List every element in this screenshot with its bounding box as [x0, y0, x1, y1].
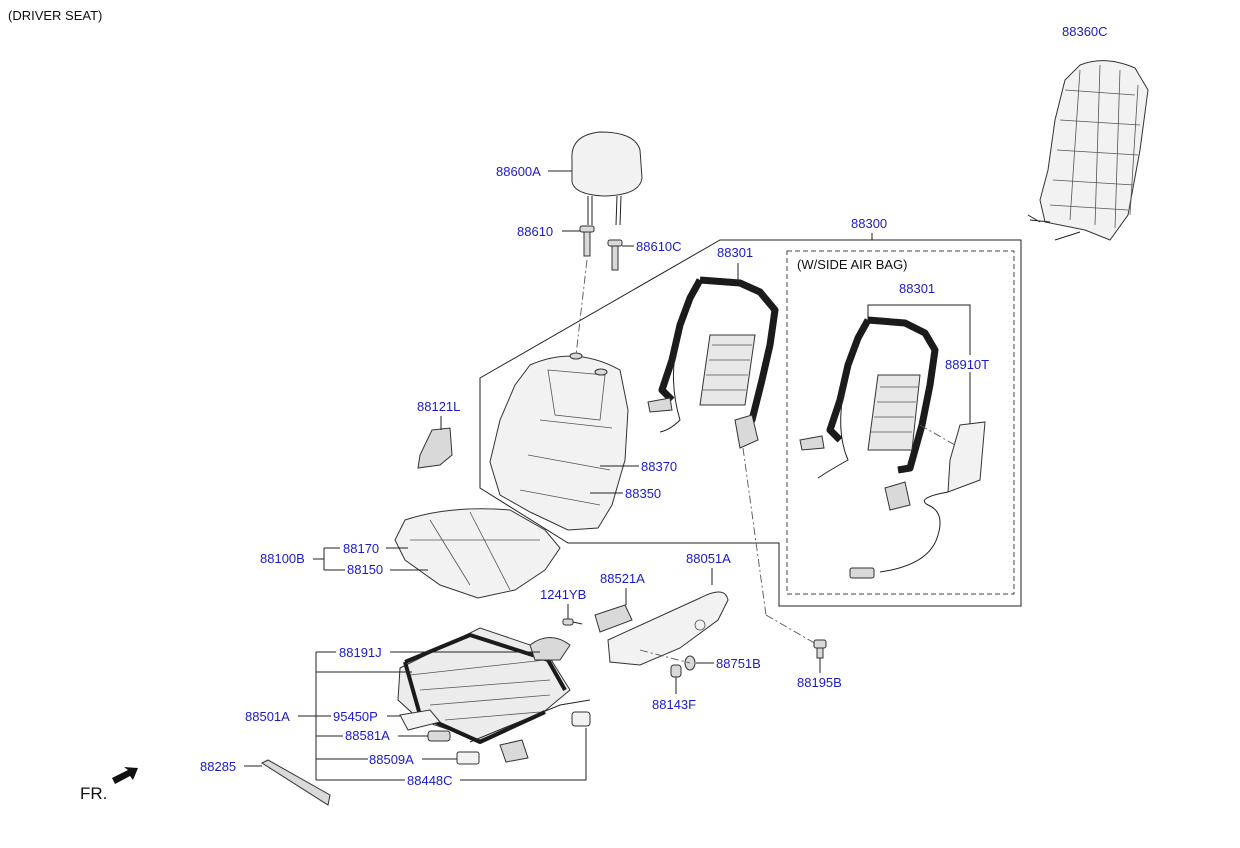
label-1241YB[interactable]: 1241YB	[540, 587, 586, 602]
headrest-88600A	[571, 131, 643, 226]
label-88610C[interactable]: 88610C	[636, 239, 682, 254]
back-panel-88360C	[1027, 60, 1149, 241]
front-arrow-icon	[112, 767, 138, 784]
back-frame-88301-airbag	[799, 316, 939, 511]
label-88100B[interactable]: 88100B	[260, 551, 305, 566]
trim-strip-88285	[260, 759, 331, 806]
guide-88610C	[607, 239, 623, 271]
label-88301-right[interactable]: 88301	[899, 281, 935, 296]
label-88150[interactable]: 88150	[347, 562, 383, 577]
label-88448C[interactable]: 88448C	[407, 773, 453, 788]
connector-88509A	[456, 739, 529, 765]
label-88600A[interactable]: 88600A	[496, 164, 541, 179]
label-88301-left[interactable]: 88301	[717, 245, 753, 260]
front-direction-label: FR.	[80, 784, 107, 803]
screw-1241YB	[562, 618, 583, 626]
label-88300[interactable]: 88300	[851, 216, 887, 231]
seat-track-88501A	[397, 627, 591, 744]
label-88195B[interactable]: 88195B	[797, 675, 842, 690]
label-88121L[interactable]: 88121L	[417, 399, 460, 414]
back-cushion-88370	[489, 352, 629, 531]
guide-88610	[579, 225, 595, 257]
bolt-88195B	[813, 639, 827, 659]
diagram-title: (DRIVER SEAT)	[8, 8, 102, 23]
cap-88143F	[670, 664, 682, 678]
label-88051A[interactable]: 88051A	[686, 551, 731, 566]
label-88509A[interactable]: 88509A	[369, 752, 414, 767]
label-88191J[interactable]: 88191J	[339, 645, 382, 660]
label-88143F[interactable]: 88143F	[652, 697, 696, 712]
label-95450P[interactable]: 95450P	[333, 709, 378, 724]
side-airbag-note: (W/SIDE AIR BAG)	[797, 257, 908, 272]
label-88501A[interactable]: 88501A	[245, 709, 290, 724]
switch-88521A	[594, 604, 633, 633]
side-airbag-88910T	[849, 421, 986, 579]
seat-cushion-88100B	[394, 508, 561, 599]
label-88360C[interactable]: 88360C	[1062, 24, 1108, 39]
label-88581A[interactable]: 88581A	[345, 728, 390, 743]
label-88910T[interactable]: 88910T	[945, 357, 989, 372]
label-88170[interactable]: 88170	[343, 541, 379, 556]
motor-88581A	[427, 730, 451, 742]
side-shield-88051A	[607, 591, 729, 666]
label-88751B[interactable]: 88751B	[716, 656, 761, 671]
label-88521A[interactable]: 88521A	[600, 571, 645, 586]
module-95450P	[399, 709, 441, 731]
label-88350[interactable]: 88350	[625, 486, 661, 501]
side-trim-88121L	[417, 427, 453, 469]
back-frame-88301	[647, 276, 779, 449]
group-88300-outline	[479, 233, 1022, 607]
label-88285[interactable]: 88285	[200, 759, 236, 774]
label-88370[interactable]: 88370	[641, 459, 677, 474]
cover-88448C	[571, 711, 591, 727]
label-88610[interactable]: 88610	[517, 224, 553, 239]
